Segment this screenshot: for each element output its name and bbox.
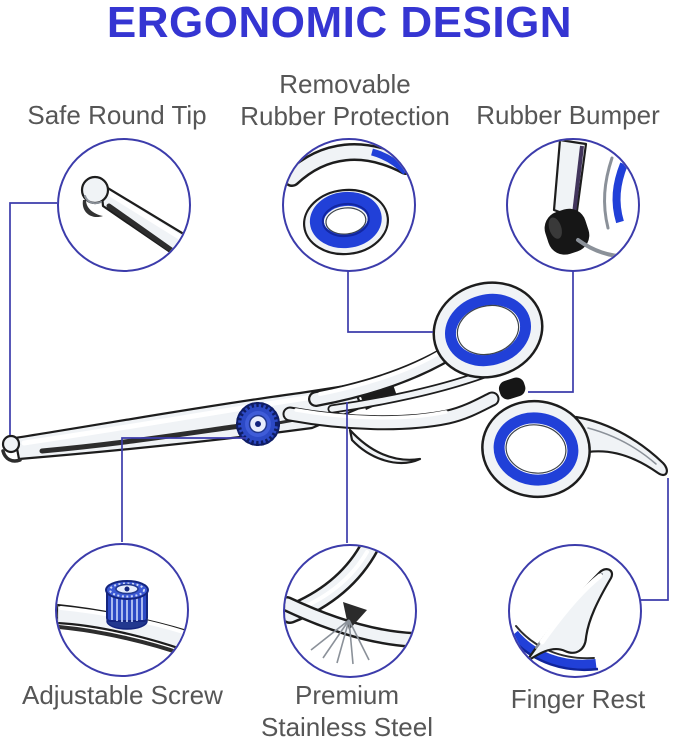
blade-highlight [21,390,345,446]
feature-label-text: Adjustable Screw [22,680,223,710]
bumper-cap [544,208,590,255]
scissors [1,281,668,499]
leader-line-rubber-bumper [528,270,574,393]
grind-lines [310,619,370,665]
screw-zoom-part [105,580,149,630]
feature-label-text: Stainless Steel [261,712,433,738]
leader-lines [9,202,669,601]
feature-inset-premium-stainless-steel [283,544,417,678]
lower-shank [282,391,500,464]
adjustable-screw-part [236,402,280,446]
feature-inset-rubber-bumper [506,138,640,272]
upper-shank [308,344,489,414]
thumb-ring-rubber-insert [444,293,532,367]
finger-rest-zoom [510,568,614,672]
rubber-protection-zoom [284,143,414,256]
leader-line-adjustable-screw [121,437,246,542]
feature-inset-removable-rubber-protection [282,138,416,272]
leader-line-safe-round-tip [9,202,57,435]
adjustable-screw-zoom [57,580,187,657]
feature-label-text: Rubber Bumper [476,100,660,130]
feature-label-text: Finger Rest [510,684,646,714]
leader-line-removable-rubber-protection [347,268,433,333]
feature-label-text: Safe Round Tip [27,100,207,130]
feature-label-text: Rubber Protection [240,101,450,131]
stainless-steel-zoom [285,546,415,665]
tip-hook-shadow [1,449,22,463]
rubber-bumper-zoom [544,140,636,259]
feature-inset-safe-round-tip [57,138,191,272]
feature-label-removable-rubber-protection: Removable Rubber Protection [235,68,455,132]
feature-label-finger-rest: Finger Rest [478,683,678,715]
feature-label-rubber-bumper: Rubber Bumper [468,99,668,131]
feature-inset-finger-rest [508,544,642,678]
feature-label-premium-stainless-steel: Premium Stainless Steel [247,679,447,738]
feature-inset-adjustable-screw [55,543,189,677]
feature-label-safe-round-tip: Safe Round Tip [17,99,217,131]
thumb-ring [432,281,544,379]
finger-ring [481,399,591,499]
feature-label-text: Premium [294,680,399,710]
finger-tang [348,428,422,464]
leader-line-finger-rest [639,478,669,601]
feature-label-text: Removable [279,69,411,99]
rubber-insert [309,191,382,249]
feature-label-adjustable-screw: Adjustable Screw [22,679,223,711]
finger-ring-rubber-insert [493,412,579,486]
page-title: ERGONOMIC DESIGN [106,0,573,47]
scissors-round-tip [1,434,21,454]
safe-round-tip-zoom [80,175,189,260]
rubber-bumper-part [498,377,526,400]
